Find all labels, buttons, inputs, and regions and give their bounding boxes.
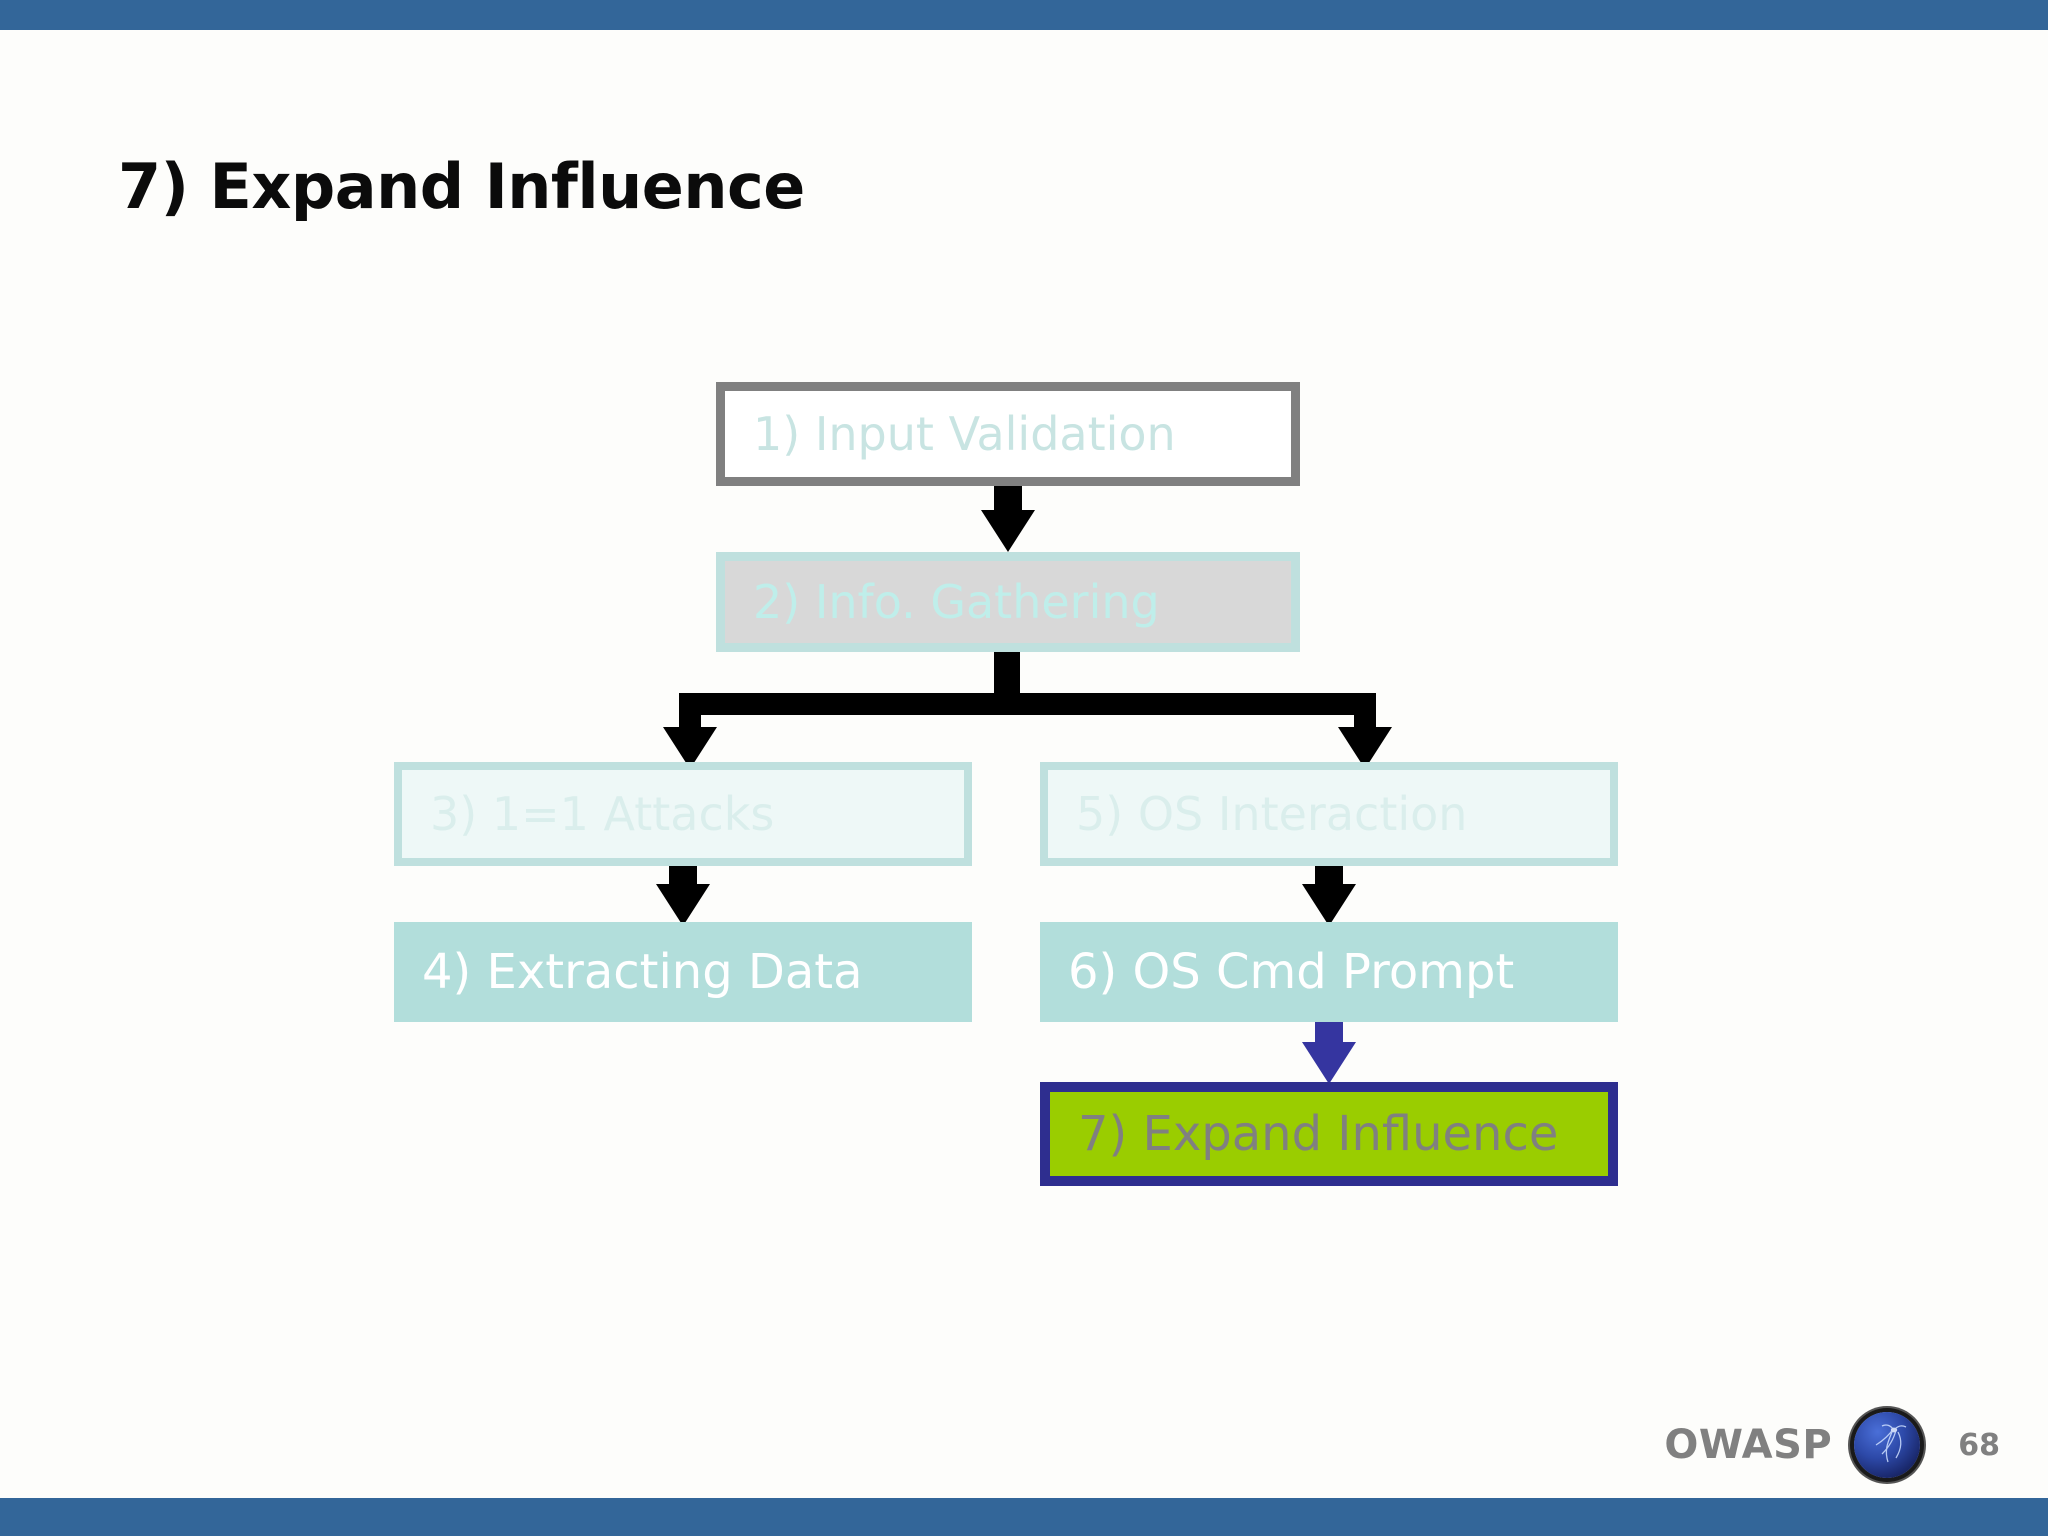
flow-node-inner: 3) 1=1 Attacks [402,770,964,858]
edge-1-to-2-arrowhead-icon [981,510,1035,552]
flow-node-inner: 5) OS Interaction [1048,770,1610,858]
flow-node-input-validation[interactable]: 1) Input Validation [716,382,1300,486]
flow-node-os-cmd-prompt[interactable]: 6) OS Cmd Prompt [1040,922,1618,1022]
flow-node-label: 6) OS Cmd Prompt [1068,944,1515,1000]
flow-node-label: 4) Extracting Data [422,944,863,1000]
slide-bottom-bar [0,1498,2048,1536]
edge-2-to-3-drop [679,693,701,735]
flow-node-label: 5) OS Interaction [1076,787,1468,841]
edge-2-split-bar [679,693,1376,715]
flow-node-label: 3) 1=1 Attacks [430,787,775,841]
owasp-sphere-icon [1854,1412,1921,1478]
edge-3-to-4-arrowhead-icon [656,884,710,926]
flow-node-extracting-data[interactable]: 4) Extracting Data [394,922,972,1022]
page-number: 68 [1958,1427,2000,1463]
slide-footer: OWASP 68 [1664,1412,2000,1478]
flow-node-os-interaction[interactable]: 5) OS Interaction [1040,762,1618,866]
flow-node-inner: 2) Info. Gathering [725,561,1291,643]
edge-2-to-5-drop [1354,693,1376,735]
owasp-wordmark: OWASP [1664,1422,1833,1468]
flow-node-label: 2) Info. Gathering [753,575,1160,629]
page-title: 7) Expand Influence [118,149,805,223]
flow-node-label: 1) Input Validation [753,407,1176,461]
flow-node-expand-influence[interactable]: 7) Expand Influence [1040,1082,1618,1186]
edge-5-to-6-arrowhead-icon [1302,884,1356,926]
flow-node-label: 7) Expand Influence [1078,1106,1559,1162]
flow-node-info-gathering[interactable]: 2) Info. Gathering [716,552,1300,652]
edge-6-to-7-arrowhead-icon [1302,1042,1356,1084]
slide-top-bar [0,0,2048,30]
flow-node-1-equals-1-attacks[interactable]: 3) 1=1 Attacks [394,762,972,866]
